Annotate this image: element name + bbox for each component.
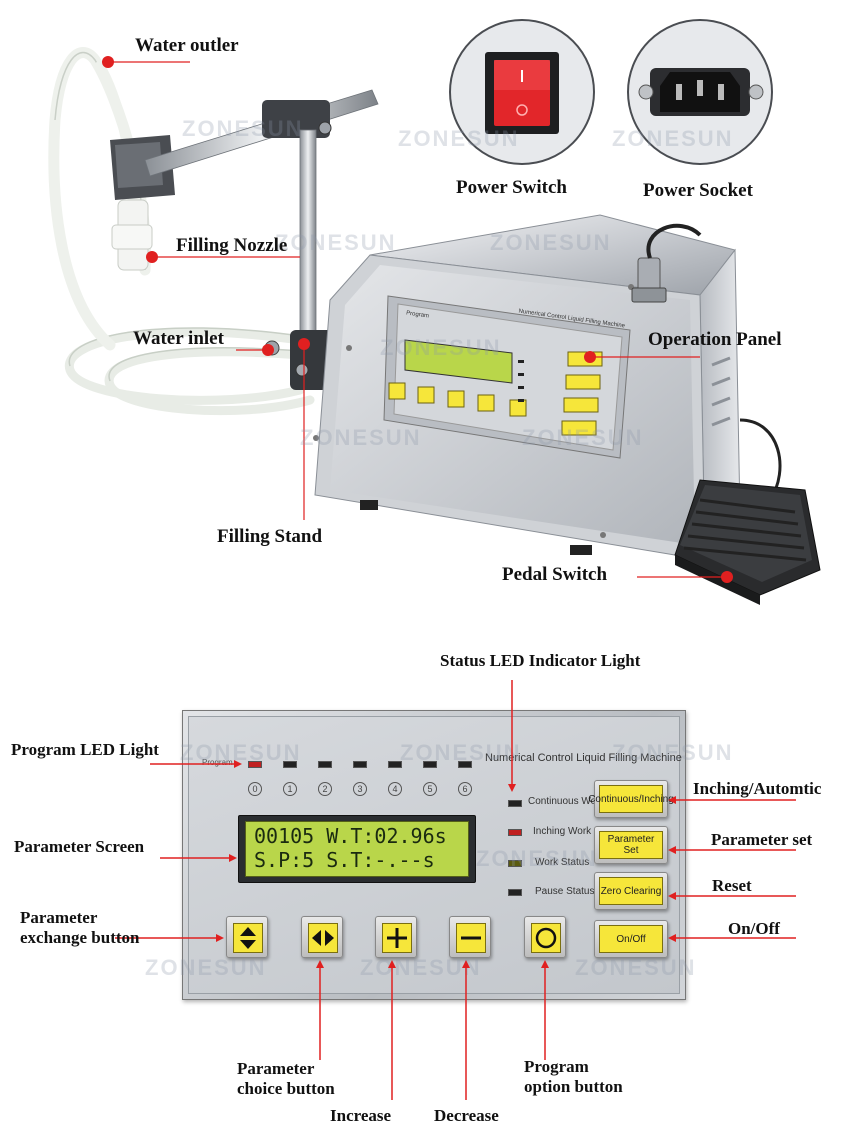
panel-program-text: Program xyxy=(202,758,233,767)
program-led-5 xyxy=(423,761,437,768)
parameter-screen-display xyxy=(245,821,469,877)
inlet-hose xyxy=(64,327,315,416)
watermark: ZONESUN xyxy=(612,740,734,765)
on-off-button-label: On/Off xyxy=(599,925,663,953)
program-led-4 xyxy=(388,761,402,768)
label-decrease: Decrease xyxy=(434,1106,499,1125)
label-increase: Increase xyxy=(330,1106,392,1125)
increase-button[interactable] xyxy=(375,916,417,958)
program-number: 2 xyxy=(318,782,332,796)
zero-clearing-button-label: Zero Clearing xyxy=(599,877,663,905)
left-right-arrow-icon xyxy=(312,930,334,946)
label-inching: Inching/Automtic xyxy=(693,779,822,798)
watermark: ZONESUN xyxy=(490,230,612,255)
program-number: 3 xyxy=(353,782,367,796)
watermark: ZONESUN xyxy=(145,955,267,980)
status-text: Work Status xyxy=(535,857,590,868)
label-power-switch: Power Switch xyxy=(456,177,567,198)
lcd-line-2: S.P:5 S.T:-.--s xyxy=(254,848,435,872)
parameter-set-button[interactable]: Parameter Set xyxy=(594,826,668,864)
status-text: Continuous Work xyxy=(528,796,605,807)
status-text: Pause Status xyxy=(535,886,595,897)
plus-icon xyxy=(387,928,407,948)
on-off-button[interactable]: On/Off xyxy=(594,920,668,958)
program-led-1 xyxy=(283,761,297,768)
program-led-2 xyxy=(318,761,332,768)
circle-icon xyxy=(535,927,557,949)
label-pedal-switch: Pedal Switch xyxy=(502,564,608,585)
watermark: ZONESUN xyxy=(575,955,697,980)
label-status-led: Status LED Indicator Light xyxy=(440,651,641,670)
lcd-line-1: 00105 W.T:02.96s xyxy=(254,824,447,848)
label-filling-stand: Filling Stand xyxy=(217,526,323,547)
label-parameter-choice: choice button xyxy=(237,1079,335,1098)
program-led-6 xyxy=(458,761,472,768)
watermark: ZONESUN xyxy=(380,335,502,360)
label-power-socket: Power Socket xyxy=(643,180,753,201)
panel-title: Numerical Control Liquid Filling Machine xyxy=(485,752,682,764)
label-parameter-set: Parameter set xyxy=(711,830,813,849)
watermark: ZONESUN xyxy=(522,425,644,450)
watermark: ZONESUN xyxy=(398,126,520,151)
watermark: ZONESUN xyxy=(612,126,734,151)
watermark: ZONESUN xyxy=(400,740,522,765)
status-led-continuous xyxy=(508,800,522,807)
watermark: ZONESUN xyxy=(300,425,422,450)
decrease-button[interactable] xyxy=(449,916,491,958)
continuous-inching-button[interactable]: Continuous/Inching xyxy=(588,780,674,818)
watermark: ZONESUN xyxy=(275,230,397,255)
minus-icon xyxy=(461,936,481,940)
zero-clearing-button[interactable]: Zero Clearing xyxy=(594,872,668,910)
status-led-pause xyxy=(508,889,522,896)
status-led-work xyxy=(508,860,522,867)
label-filling-nozzle: Filling Nozzle xyxy=(176,235,288,256)
program-number: 4 xyxy=(388,782,402,796)
label-operation-panel: Operation Panel xyxy=(648,329,782,350)
continuous-inching-button-label: Continuous/Inching xyxy=(588,785,674,813)
watermark: ZONESUN xyxy=(182,116,304,141)
parameter-exchange-button[interactable] xyxy=(226,916,268,958)
callout-arrows xyxy=(115,680,796,1100)
status-led-inching xyxy=(508,829,522,836)
watermark: ZONESUN xyxy=(360,955,482,980)
program-number: 0 xyxy=(248,782,262,796)
program-number: 1 xyxy=(283,782,297,796)
up-down-arrow-icon xyxy=(240,927,256,949)
status-text: Inching Work xyxy=(533,826,592,837)
label-parameter-exchange: exchange button xyxy=(20,928,140,947)
parameter-choice-button[interactable] xyxy=(301,916,343,958)
parameter-set-button-label: Parameter Set xyxy=(599,831,663,859)
program-led-0 xyxy=(248,761,262,768)
program-number: 5 xyxy=(423,782,437,796)
label-on-off: On/Off xyxy=(728,919,780,938)
label-parameter-choice: Parameter xyxy=(237,1059,315,1078)
label-program-led: Program LED Light xyxy=(11,740,159,759)
machine-illustration xyxy=(48,19,821,605)
label-program-option: option button xyxy=(524,1077,623,1096)
program-option-button[interactable] xyxy=(524,916,566,958)
watermark: ZONESUN xyxy=(476,846,598,871)
label-program-option: Program xyxy=(524,1057,589,1076)
label-water-outlet: Water outler xyxy=(135,35,239,56)
label-parameter-screen: Parameter Screen xyxy=(14,837,145,856)
label-reset: Reset xyxy=(712,876,752,895)
label-water-inlet: Water inlet xyxy=(133,328,224,349)
program-led-3 xyxy=(353,761,367,768)
program-number: 6 xyxy=(458,782,472,796)
label-parameter-exchange: Parameter xyxy=(20,908,98,927)
